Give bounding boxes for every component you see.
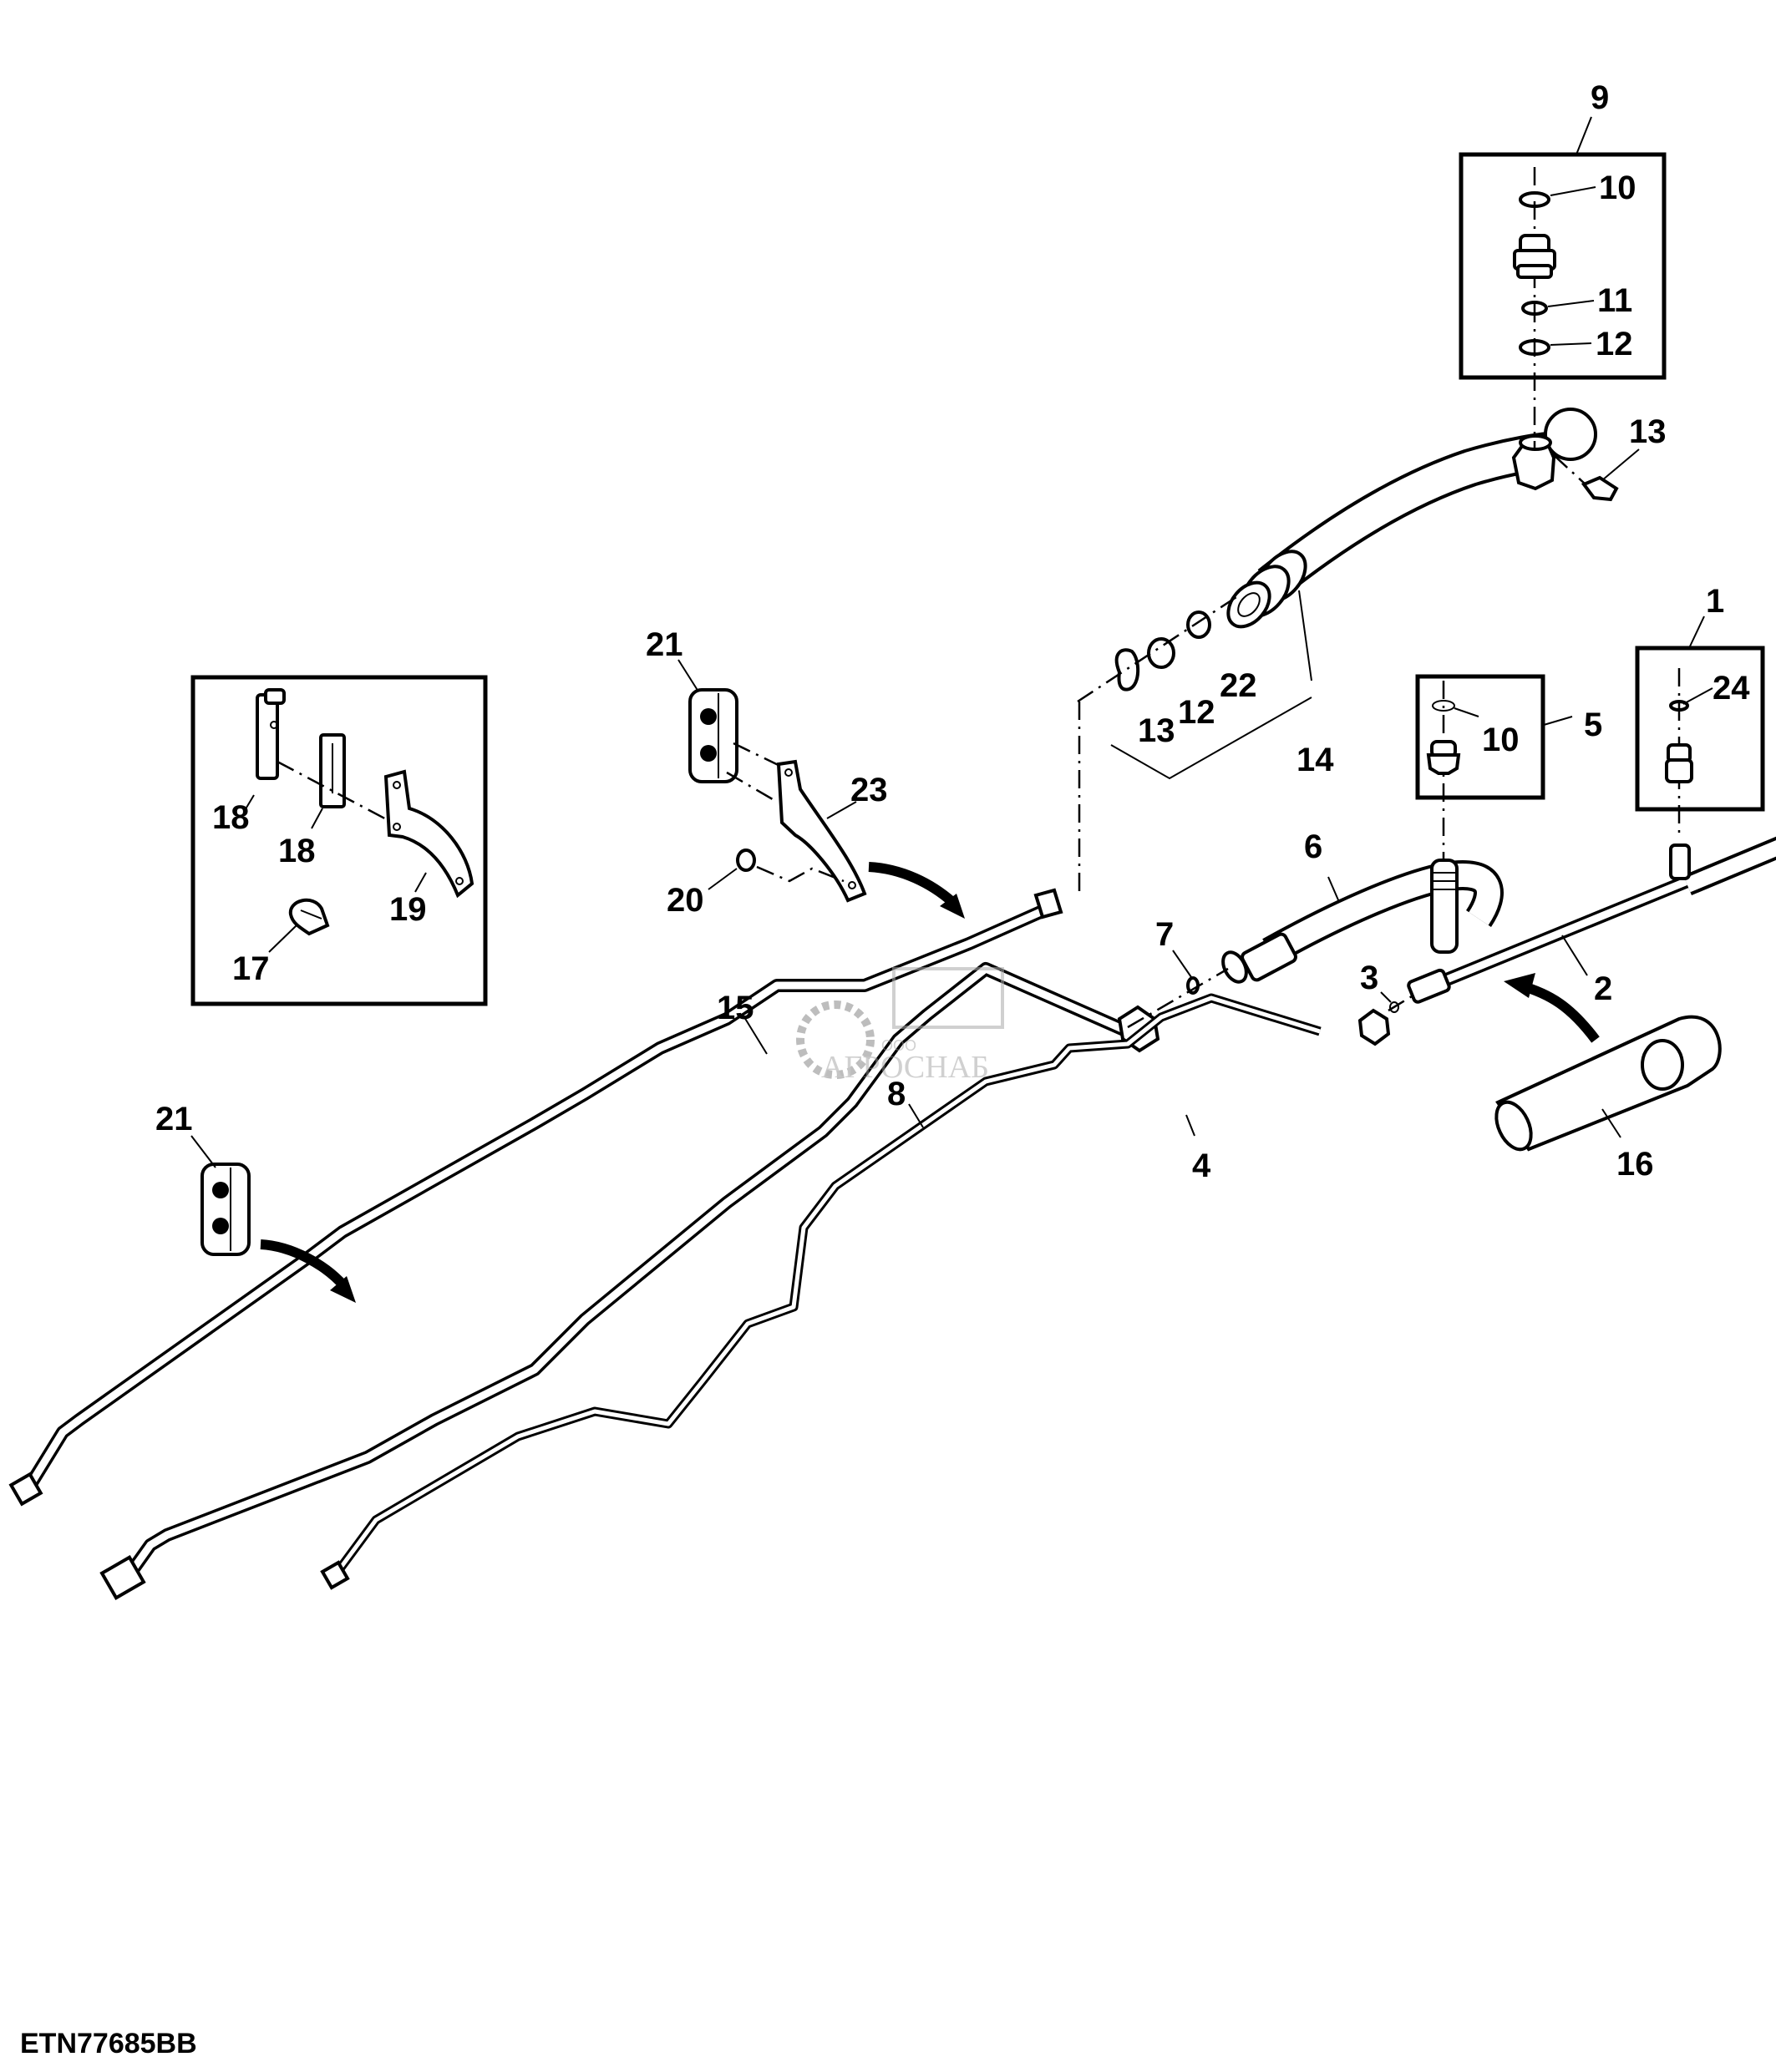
watermark: ООО АГРОСНАБ <box>796 967 1004 1085</box>
callout-24: 24 <box>1713 670 1750 707</box>
callout-1: 1 <box>1706 583 1724 620</box>
clamp-21-left <box>200 1163 251 1256</box>
install-arrow-2 <box>1519 980 1600 1043</box>
callout-11: 11 <box>1597 282 1632 319</box>
tube-4-nut <box>1357 1008 1391 1046</box>
callout-22: 22 <box>1220 667 1257 704</box>
callout-12-kit9: 12 <box>1596 326 1633 362</box>
callout-16: 16 <box>1616 1146 1654 1183</box>
hose-6-stem <box>1430 859 1459 954</box>
watermark-prefix: ООО <box>881 1037 916 1054</box>
install-arrow-21-head <box>330 1276 356 1303</box>
washer-24 <box>1669 700 1689 712</box>
callout-18a: 18 <box>212 799 250 836</box>
seal-3 <box>1380 991 1413 1013</box>
hose-6-ferrule <box>1241 932 1297 982</box>
split-ring-13 <box>1114 648 1140 692</box>
tube-15-end-fitting <box>8 1472 43 1507</box>
clamp-assembly-mid <box>677 659 965 919</box>
callout-2: 2 <box>1594 970 1612 1007</box>
callout-19: 19 <box>389 891 427 928</box>
o-ring-10b <box>1432 700 1455 712</box>
adapter-fitting-5 <box>1426 740 1461 775</box>
hose-14-seals <box>1077 595 1237 894</box>
callout-10-kit5: 10 <box>1482 722 1520 758</box>
bracket-19 <box>383 769 474 899</box>
callout-20: 20 <box>667 882 704 919</box>
callout-15: 15 <box>717 990 754 1026</box>
o-ring-10 <box>1519 191 1550 208</box>
kit-1-box <box>1635 646 1765 812</box>
install-arrow-23 <box>868 862 956 906</box>
tube-15 <box>8 888 1063 1507</box>
hose-14 <box>1226 408 1597 629</box>
tube-8 <box>99 962 1160 1600</box>
hose-16-sleeve <box>1494 973 1722 1152</box>
bracket-23 <box>776 759 867 903</box>
callout-17: 17 <box>232 950 270 987</box>
adapter-fitting-1 <box>1665 743 1693 783</box>
callout-6: 6 <box>1304 828 1322 865</box>
tube-4 <box>320 993 1391 1590</box>
callout-labels: 9 10 11 12 13 21 13 12 22 14 1 24 10 5 1… <box>155 79 1750 1184</box>
o-ring-12b <box>1519 339 1550 356</box>
clip-kit-box <box>190 675 488 1006</box>
watermark-name: АГРОСНАБ <box>821 1050 989 1085</box>
clamp-21-mid <box>688 688 738 783</box>
o-ring-22 <box>1186 610 1211 639</box>
nut-20 <box>736 849 756 872</box>
clip-kit <box>190 675 488 1006</box>
hose-14-elbow-fitting <box>1511 408 1597 491</box>
hose-6-nut <box>1221 950 1248 984</box>
tube-4-end-fitting <box>320 1560 350 1590</box>
plug-fitting <box>1513 234 1556 279</box>
line-2 <box>1407 836 1776 1004</box>
clamp-assembly-left <box>190 1135 356 1303</box>
callout-23: 23 <box>850 772 888 808</box>
clamp-18a <box>256 688 286 780</box>
kit-5-box <box>1415 674 1545 800</box>
clip-17 <box>288 898 330 936</box>
callout-4: 4 <box>1192 1147 1211 1184</box>
clamp-18b <box>319 733 346 808</box>
seal-13-top <box>1553 448 1640 502</box>
callout-10-kit9: 10 <box>1599 170 1636 206</box>
kit-1 <box>1635 616 1765 835</box>
kit-9 <box>1459 116 1667 451</box>
callout-13-mid: 13 <box>1138 712 1175 749</box>
install-arrow-21 <box>260 1239 348 1290</box>
callout-7: 7 <box>1155 916 1174 953</box>
kit-9-box <box>1459 152 1667 380</box>
callout-8: 8 <box>887 1076 906 1112</box>
tube-8-end-fitting <box>99 1555 146 1600</box>
callout-14: 14 <box>1296 742 1334 778</box>
callout-5: 5 <box>1584 707 1602 743</box>
figure-id: ETN77685BB <box>20 2028 197 2059</box>
callout-21-mid: 21 <box>646 626 683 663</box>
callout-3: 3 <box>1360 960 1378 996</box>
install-arrow-23-head <box>940 894 965 919</box>
callout-18b: 18 <box>278 833 316 869</box>
callout-21-left: 21 <box>155 1101 193 1137</box>
line-2-tee <box>1669 843 1691 880</box>
o-ring-12 <box>1147 637 1175 669</box>
group-bracket-14 <box>1110 697 1312 780</box>
hose-14-ferrule <box>1226 550 1307 629</box>
washer-7 <box>1127 950 1229 1029</box>
install-arrow-2-head <box>1504 973 1535 998</box>
line-2-fitting <box>1407 968 1451 1004</box>
kit-5 <box>1415 674 1573 869</box>
callout-9: 9 <box>1591 79 1609 116</box>
o-ring-11 <box>1521 301 1548 316</box>
callout-12-mid: 12 <box>1178 694 1215 731</box>
callout-13-top: 13 <box>1629 413 1667 450</box>
hose-6 <box>1221 859 1504 984</box>
tube-15-upper-end <box>1033 888 1063 919</box>
